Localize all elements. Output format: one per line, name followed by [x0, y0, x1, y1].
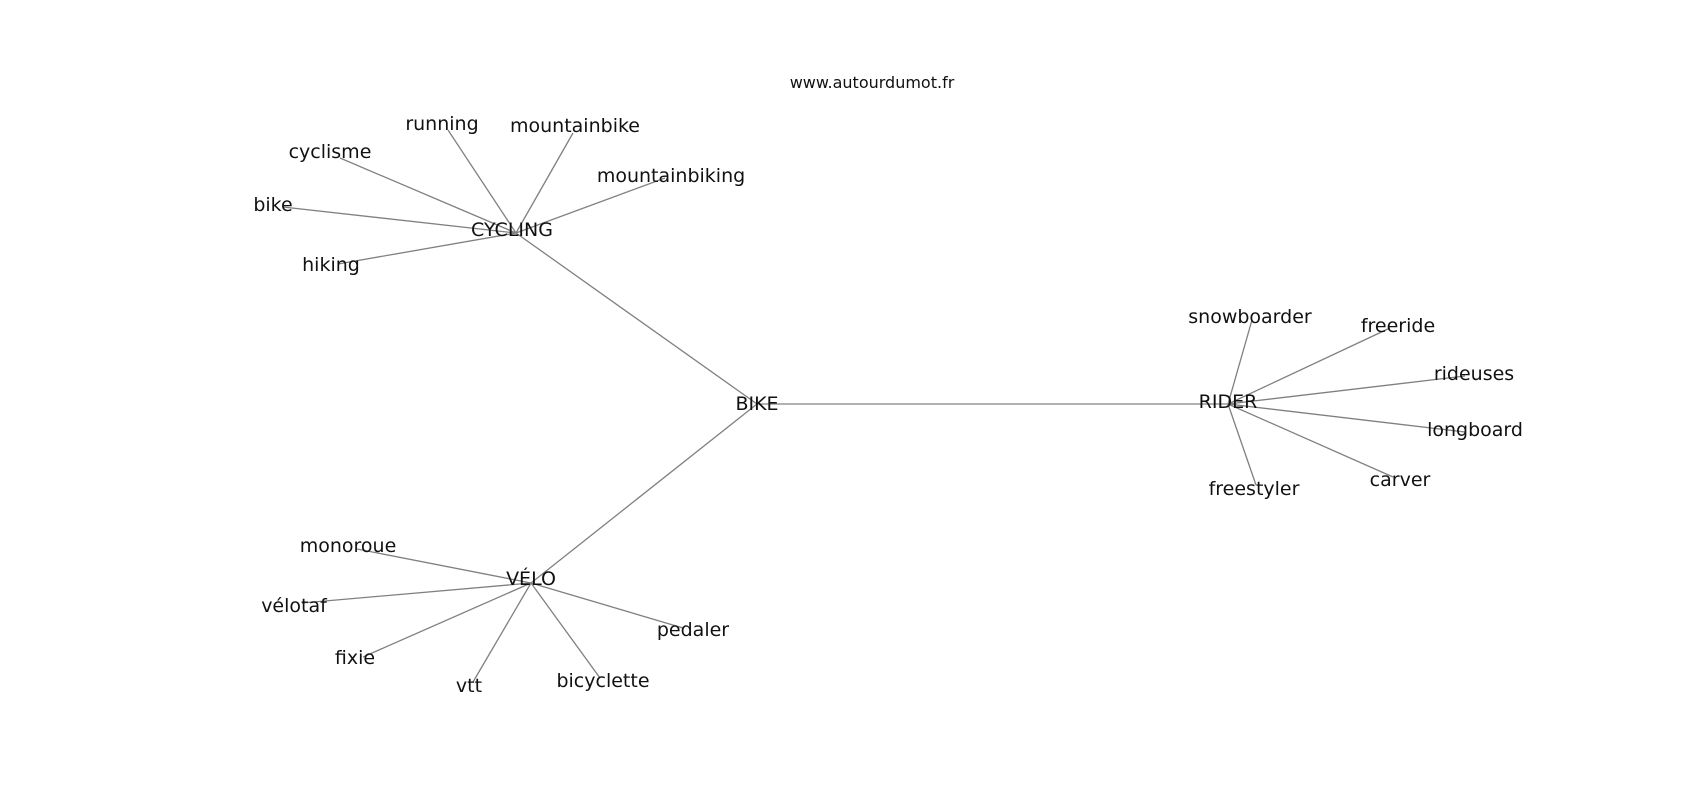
site-url-label: www.autourdumot.fr: [790, 73, 955, 92]
leaf-node-hiking: hiking: [302, 254, 360, 276]
edge-rider-snowboarder: [1227, 319, 1253, 405]
labels-layer: BIKE CYCLING running mountainbike mountainbi…: [253, 113, 1523, 697]
leaf-node-carver: carver: [1370, 469, 1431, 491]
root-node-bike: BIKE: [735, 393, 778, 415]
edge-rider-rideuses: [1227, 375, 1466, 405]
leaf-node-mountainbike: mountainbike: [510, 115, 640, 137]
leaf-node-pedaler: pedaler: [657, 619, 729, 641]
leaf-node-rideuses: rideuses: [1434, 363, 1514, 385]
leaf-node-mountainbiking: mountainbiking: [597, 165, 745, 187]
edge-cycling-hiking: [337, 232, 517, 265]
edge-cycling-bike: [282, 206, 517, 234]
edges-layer: [282, 129, 1466, 683]
leaf-node-vtt: vtt: [456, 675, 482, 697]
leaf-node-monoroue: monoroue: [300, 535, 397, 557]
edge-velo-monoroue: [356, 548, 532, 584]
leaf-node-cyclisme: cyclisme: [289, 141, 372, 163]
edge-velo-velotaf: [301, 582, 532, 604]
edge-rider-carver: [1227, 403, 1394, 478]
hub-node-cycling: CYCLING: [471, 219, 553, 241]
edge-bike-cycling: [515, 232, 758, 405]
leaf-node-snowboarder: snowboarder: [1188, 306, 1312, 328]
hub-node-velo: VÉLO: [506, 567, 556, 590]
edge-velo-vtt: [472, 582, 532, 683]
leaf-node-running: running: [405, 113, 478, 135]
edge-velo-pedaler: [530, 582, 684, 629]
leaf-node-velotaf: vélotaf: [261, 595, 328, 617]
leaf-node-freeride: freeride: [1361, 315, 1435, 337]
edge-rider-freestyler: [1227, 403, 1257, 486]
leaf-node-fixie: fixie: [335, 647, 375, 669]
edge-rider-longboard: [1227, 403, 1466, 433]
edge-cycling-cyclisme: [339, 157, 517, 234]
edge-velo-bicyclette: [530, 582, 601, 679]
leaf-node-bike: bike: [253, 194, 292, 216]
edge-velo-fixie: [362, 582, 532, 658]
edge-bike-velo: [530, 403, 758, 584]
edge-cycling-running: [447, 129, 517, 234]
edge-rider-freeride: [1227, 327, 1391, 405]
edge-cycling-mountainbiking: [515, 177, 666, 234]
leaf-node-freestyler: freestyler: [1209, 478, 1300, 500]
edge-cycling-mountainbike: [515, 132, 574, 234]
leaf-node-longboard: longboard: [1427, 419, 1523, 441]
leaf-node-bicyclette: bicyclette: [556, 670, 649, 692]
hub-node-rider: RIDER: [1199, 391, 1258, 413]
